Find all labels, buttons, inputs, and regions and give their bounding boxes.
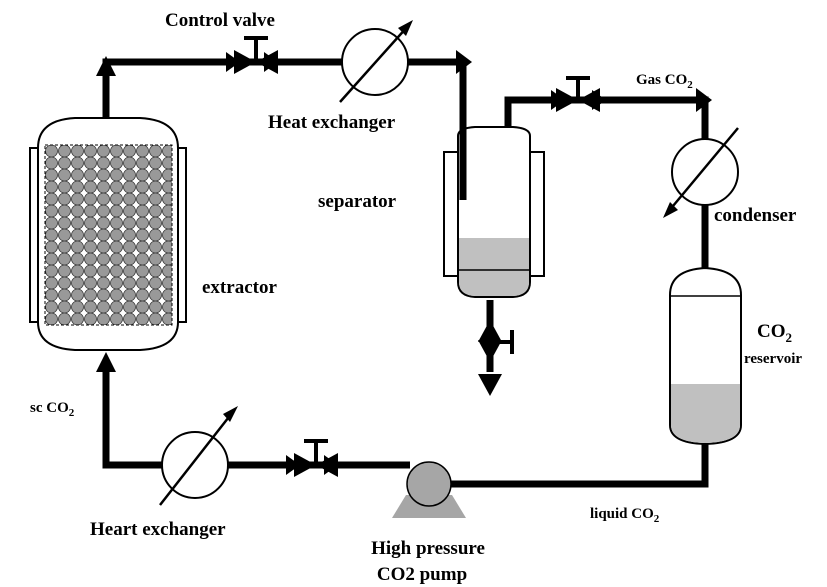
arrow-up-drain-valve — [478, 320, 502, 342]
label-gas-co2-text: Gas CO — [636, 72, 687, 88]
label-pump-line1: High pressure — [371, 538, 485, 559]
label-sc-co2-text: sc CO — [30, 400, 69, 416]
pipe-reservoir-to-pump — [430, 440, 709, 488]
arrow-up-extractor-inlet — [96, 352, 116, 372]
separator-liquid — [459, 238, 529, 296]
bottom-line-valve[interactable] — [294, 439, 338, 477]
gas-line-valve[interactable] — [556, 76, 600, 112]
flow-arrows — [96, 50, 712, 475]
label-liquid-co2-subscript: 2 — [654, 513, 660, 525]
label-gas-co2-subscript: 2 — [687, 79, 693, 91]
extractor-packing — [44, 144, 173, 326]
label-co2-subscript: 2 — [786, 330, 793, 345]
separator-vessel — [443, 62, 545, 298]
label-reservoir: reservoir — [744, 351, 802, 367]
label-liquid-co2: liquid CO2 — [590, 506, 660, 525]
label-co2-text: CO — [757, 321, 786, 342]
label-pump-line2: CO2 pump — [377, 564, 467, 585]
arrow-down-drain — [478, 374, 502, 396]
label-co2-reservoir: CO2 — [757, 321, 792, 345]
pipe-network — [102, 58, 709, 488]
reservoir-liquid — [671, 384, 740, 443]
pump-body — [406, 461, 452, 507]
label-gas-co2: Gas CO2 — [636, 72, 693, 91]
label-sc-co2-subscript: 2 — [69, 407, 75, 419]
control-valve-top[interactable] — [234, 36, 278, 74]
arrow-right-gas-corner — [696, 88, 712, 112]
arrow-right-top-line — [226, 52, 240, 72]
pipe-pump-to-extractor — [102, 368, 410, 469]
condenser-exchanger — [663, 127, 739, 218]
label-control-valve: Control valve — [165, 10, 275, 31]
label-condenser: condenser — [714, 205, 797, 226]
co2-reservoir — [669, 266, 742, 446]
arrow-down-drain-valve — [478, 340, 502, 362]
arrow-right-bottom-line — [286, 455, 300, 475]
heat-exchanger-top — [339, 20, 413, 103]
arrow-up-extractor-outlet — [96, 56, 116, 76]
pipe-separator-gas-line — [504, 96, 709, 150]
extractor-vessel — [29, 117, 187, 351]
label-liquid-co2-text: liquid CO — [590, 506, 654, 522]
label-extractor: extractor — [202, 277, 277, 298]
drain-valve[interactable] — [490, 330, 514, 354]
label-separator: separator — [318, 191, 397, 212]
label-heat-exchanger-bottom: Heart exchanger — [90, 519, 226, 540]
label-sc-co2: sc CO2 — [30, 400, 75, 419]
high-pressure-pump[interactable] — [392, 461, 466, 518]
heat-exchanger-bottom — [159, 406, 238, 506]
label-heat-exchanger-top: Heat exchanger — [268, 112, 396, 133]
